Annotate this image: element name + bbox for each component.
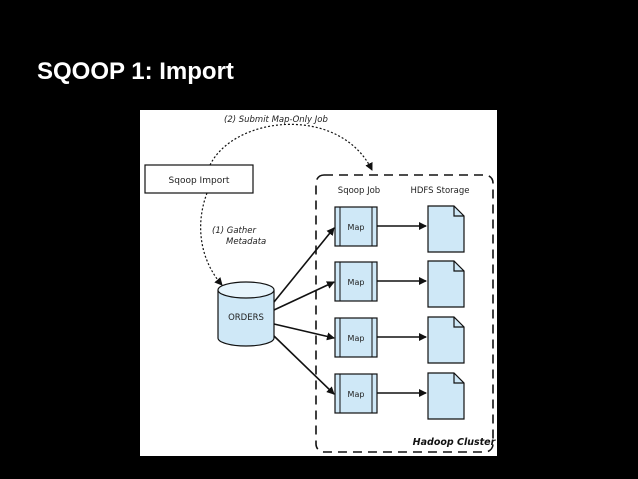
gather-metadata-arrow bbox=[200, 192, 223, 286]
map-task-4 bbox=[334, 373, 378, 414]
hdfs-storage-header: HDFS Storage bbox=[410, 186, 469, 196]
sqoop-import-box bbox=[144, 164, 254, 194]
orders-database-label: ORDERS bbox=[228, 313, 264, 323]
orders-to-map-2-arrow bbox=[273, 281, 335, 311]
map-task-2 bbox=[334, 261, 378, 302]
sqoop-import-diagram: Sqoop Import (2) Submit Map-Only Job (1)… bbox=[144, 115, 497, 453]
submit-job-arrow bbox=[209, 123, 373, 171]
sqoop-import-label: Sqoop Import bbox=[169, 176, 230, 186]
hdfs-file-4-icon bbox=[427, 372, 465, 420]
gather-metadata-label-line2: Metadata bbox=[226, 237, 266, 247]
map-task-4-label: Map bbox=[348, 390, 365, 399]
sqoop-job-header: Sqoop Job bbox=[338, 186, 380, 196]
orders-database bbox=[217, 281, 275, 347]
map-task-1 bbox=[334, 206, 378, 247]
map-task-2-label: Map bbox=[348, 278, 365, 287]
map-task-3 bbox=[334, 317, 378, 358]
hadoop-cluster-label: Hadoop Cluster bbox=[413, 437, 497, 448]
diagram-panel: Sqoop Import (2) Submit Map-Only Job (1)… bbox=[140, 110, 497, 456]
gather-metadata-label-line1: (1) Gather bbox=[212, 226, 256, 236]
map-task-1-label: Map bbox=[348, 223, 365, 232]
map-task-3-label: Map bbox=[348, 334, 365, 343]
orders-to-map-4-arrow bbox=[273, 335, 335, 395]
slide-title: SQOOP 1: Import bbox=[37, 58, 234, 85]
hdfs-file-2-icon bbox=[427, 260, 465, 308]
submit-job-label: (2) Submit Map-Only Job bbox=[224, 115, 328, 125]
orders-to-map-1-arrow bbox=[273, 227, 335, 303]
hdfs-file-1-icon bbox=[427, 205, 465, 253]
hadoop-cluster-boundary bbox=[315, 174, 494, 453]
orders-to-map-3-arrow bbox=[273, 323, 335, 341]
hdfs-file-3-icon bbox=[427, 316, 465, 364]
